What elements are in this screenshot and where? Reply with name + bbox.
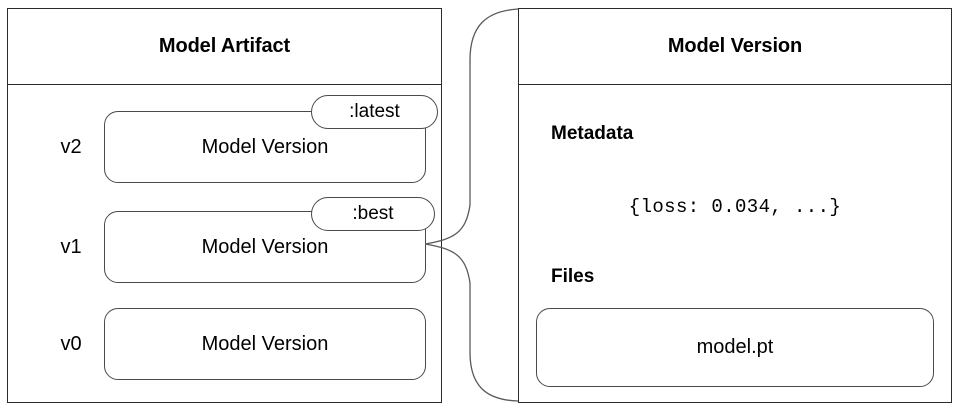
model-version-panel: Model Version Metadata {loss: 0.034, ...… <box>518 8 952 403</box>
version-label-v0: v0 <box>60 332 82 355</box>
model-version-title: Model Version <box>667 35 803 57</box>
file-item-model-pt[interactable]: model.pt <box>536 308 934 387</box>
version-row-v0: v0 Model Version <box>8 308 441 380</box>
metadata-value: {loss: 0.034, ...} <box>628 196 842 218</box>
version-box-v0[interactable]: Model Version <box>104 308 426 380</box>
model-artifact-body: v2 Model Version v1 Model Version v0 Mod… <box>8 86 441 402</box>
model-artifact-title: Model Artifact <box>158 35 291 57</box>
metadata-heading: Metadata <box>551 123 634 144</box>
model-artifact-header: Model Artifact <box>8 9 441 85</box>
model-artifact-panel: Model Artifact v2 Model Version v1 Model… <box>7 8 442 403</box>
tag-chip-best[interactable]: :best <box>311 197 435 231</box>
files-heading: Files <box>551 266 595 287</box>
tag-chip-latest[interactable]: :latest <box>311 95 438 129</box>
model-version-body: Metadata {loss: 0.034, ...} Files model.… <box>519 86 951 402</box>
model-version-header: Model Version <box>519 9 951 85</box>
version-label-v2: v2 <box>60 135 82 158</box>
version-label-v1: v1 <box>60 235 82 258</box>
